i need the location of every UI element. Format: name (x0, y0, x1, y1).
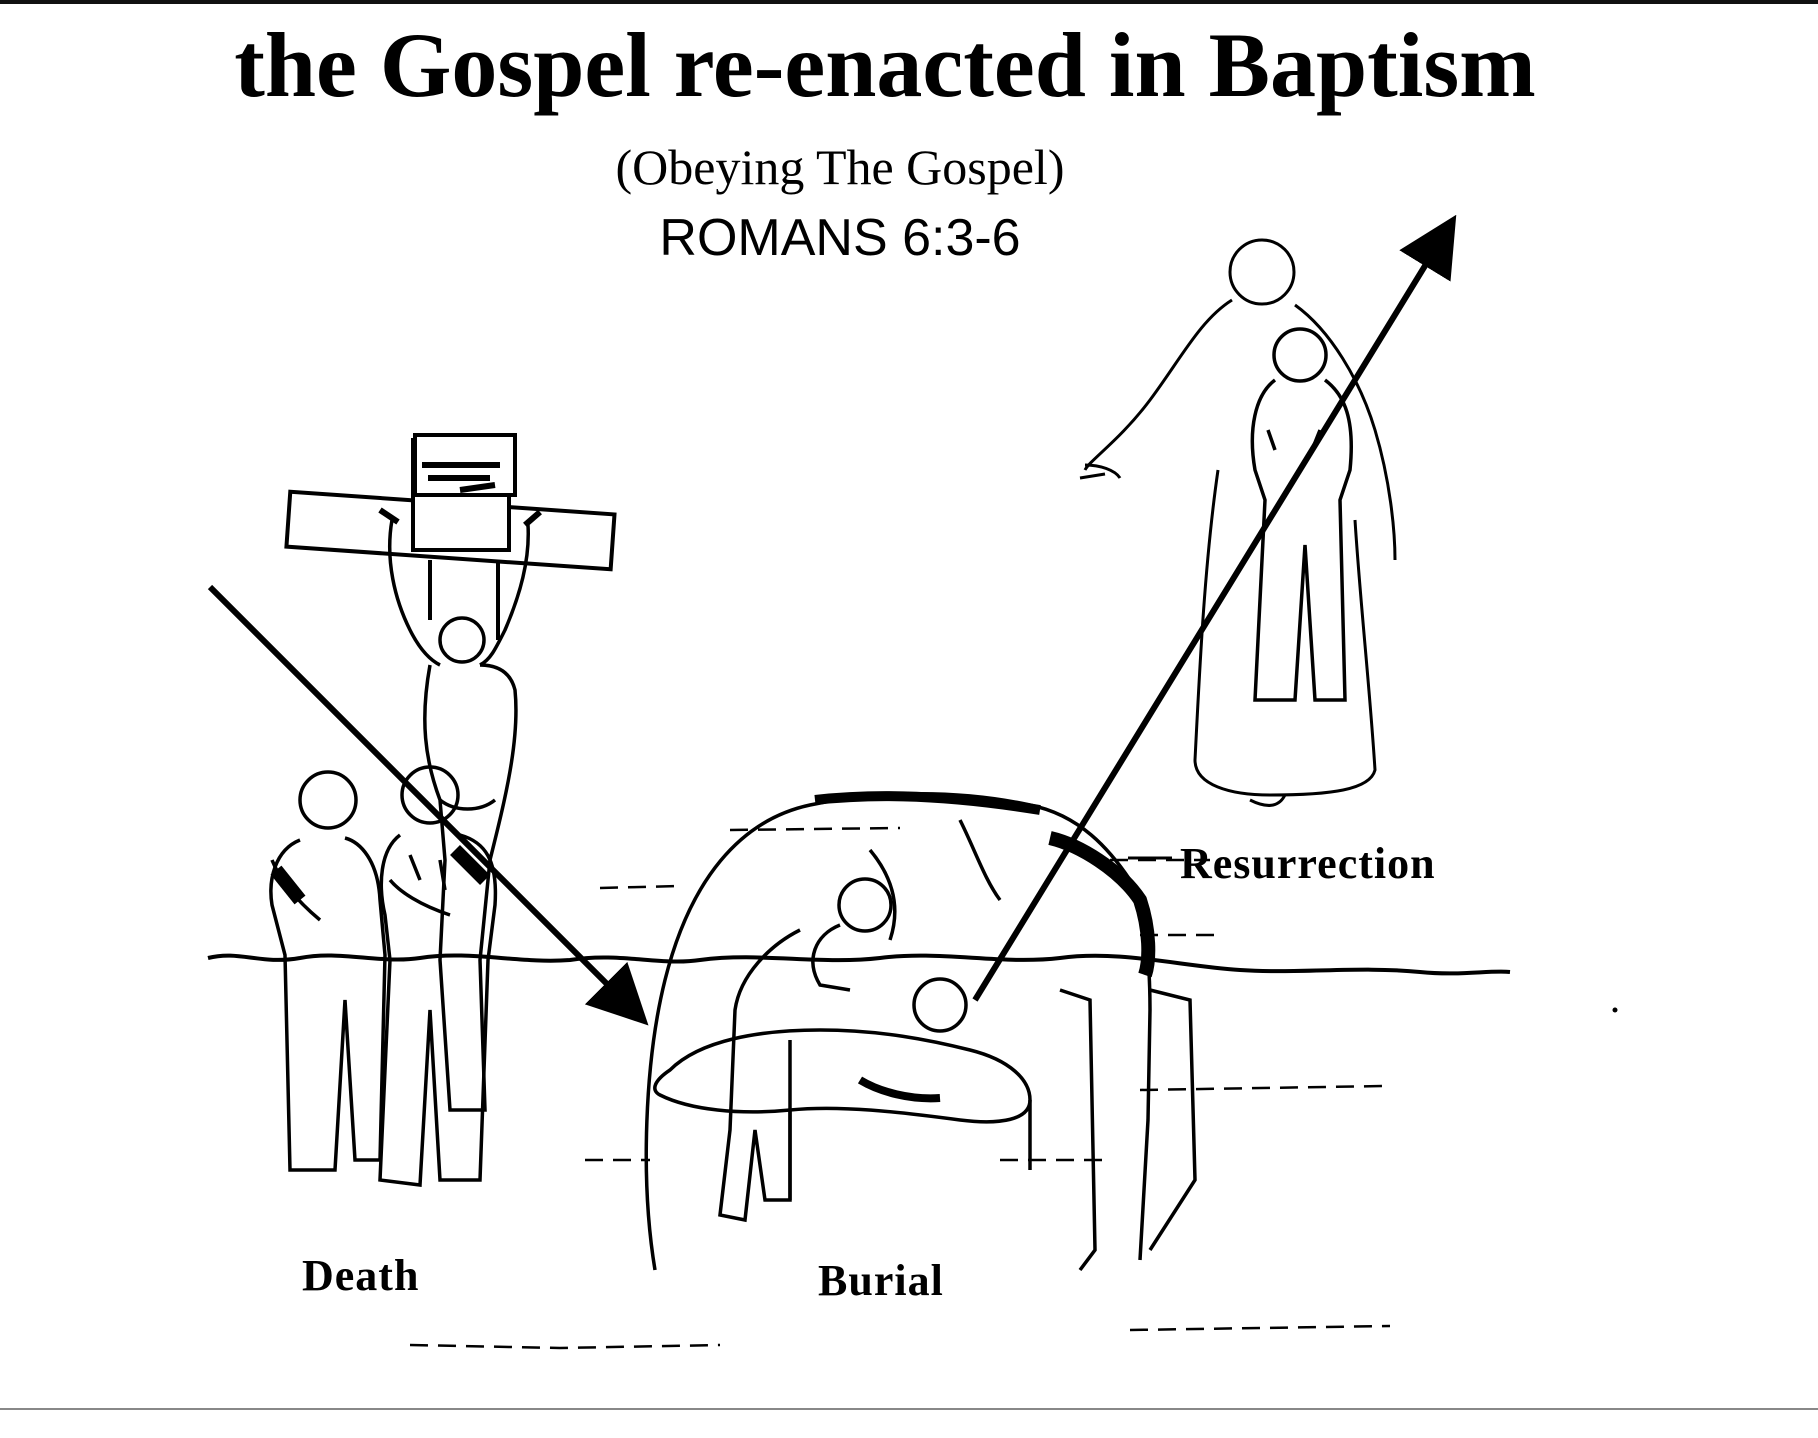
stray-mark (1612, 1007, 1618, 1013)
subtitle: (Obeying The Gospel) (615, 139, 1065, 195)
cross (284, 433, 617, 640)
tomb-arch (644, 791, 1197, 1272)
burial-scene (653, 877, 1032, 1223)
candidate-figure (378, 765, 498, 1187)
pointing-hand (1079, 463, 1122, 480)
death-to-burial-arrow (207, 584, 649, 1026)
risen-person-figure (1250, 327, 1354, 702)
bottom-border (0, 1408, 1818, 1410)
water-surface-line (207, 953, 1511, 976)
baptizer-figure (269, 770, 387, 1172)
crucified-figure (378, 507, 542, 1112)
risen-christ-figure (1083, 238, 1397, 807)
scripture-reference: ROMANS 6:3-6 (659, 209, 1021, 267)
stage-label-death: Death (302, 1251, 420, 1300)
dashed-lines (409, 826, 1391, 1350)
stage-label-resurrection: Resurrection (1180, 839, 1436, 888)
stage-label-burial: Burial (818, 1256, 944, 1305)
page-title: the Gospel re-enacted in Baptism (234, 14, 1536, 116)
top-border (0, 0, 1818, 4)
burial-to-resurrection-arrow (972, 214, 1457, 1002)
